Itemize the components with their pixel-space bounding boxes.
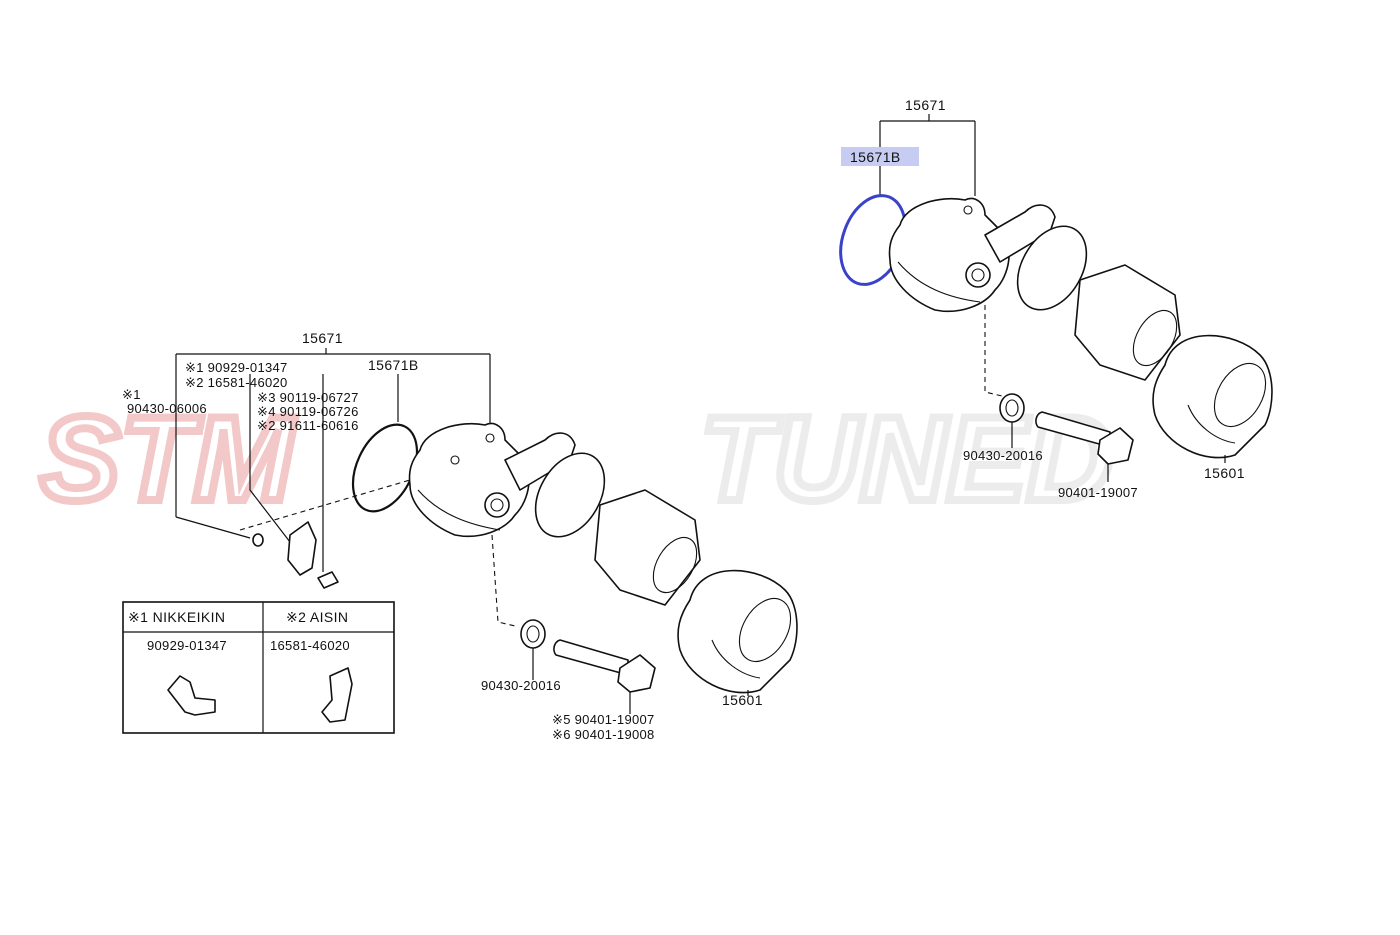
left-housing-port-inner [490,498,504,512]
right-gasket-label[interactable]: 15671B [850,149,901,165]
pipe-nut-part [252,533,264,547]
left-pipe-mark: ※1 [122,387,141,402]
left-washer-label[interactable]: 90430-20016 [481,678,561,693]
left-assy-label[interactable]: 15671 [302,330,343,346]
left-note-1[interactable]: ※1 90929-01347 [185,360,288,375]
variant-table-part-1[interactable]: 90929-01347 [147,638,227,653]
left-union-bolt-shaft [553,639,629,676]
bracket-part [287,521,317,576]
right-dash-washer [984,305,1003,397]
variant-table-grid [123,602,394,733]
left-assy-bracket [175,348,491,517]
bracket-variant-1 [167,675,216,716]
left-note-5[interactable]: ※2 91611-60616 [257,418,359,433]
variant-table-header-2: ※2 AISIN [286,609,348,625]
variant-table-frame [122,601,395,734]
variant-table-header-1: ※1 NIKKEIKIN [128,609,225,625]
left-union-bolt-head [617,654,656,693]
left-bolt-label-a[interactable]: ※5 90401-19007 [552,712,655,727]
left-washer-part [520,619,546,649]
right-assy-bracket [879,114,976,196]
variant-table-part-2[interactable]: 16581-46020 [270,638,350,653]
left-filter-part [677,569,798,694]
right-cooler-face [1132,309,1178,367]
right-filter-rib [1187,404,1236,444]
left-housing-port [484,492,510,518]
right-housing-port-inner [971,268,985,282]
variant-table: ※1 NIKKEIKIN ※2 AISIN 90929-01347 16581-… [122,601,395,734]
left-bolt-label-b[interactable]: ※6 90401-19008 [552,727,655,742]
left-note-2[interactable]: ※2 16581-46020 [185,375,288,390]
right-assembly: 15671 15671B 90430-20016 90401 [839,97,1273,500]
right-housing-bolt-hole [963,205,973,215]
left-housing-part [408,422,530,538]
right-assy-label[interactable]: 15671 [905,97,946,113]
right-elbow-part [984,204,1056,263]
left-housing-bolt-hole [485,433,495,443]
watermark-left-text: STM [40,392,296,526]
left-note-3[interactable]: ※3 90119-06727 [257,390,359,405]
bracket-variant-2 [321,667,353,723]
right-washer-label[interactable]: 90430-20016 [963,448,1043,463]
right-filter-label[interactable]: 15601 [1204,465,1245,481]
left-filter-rib [711,639,761,679]
right-union-bolt-shaft [1035,411,1111,448]
left-pipe-part[interactable]: 90430-06006 [127,401,207,416]
right-flange-part [1016,225,1088,311]
right-union-bolt-head [1097,427,1134,465]
right-housing-edge [897,261,981,303]
right-bolt-label[interactable]: 90401-19007 [1058,485,1138,500]
left-flange-part [534,452,606,538]
leader-pipe [175,516,251,539]
left-filter-label[interactable]: 15601 [722,692,763,708]
left-housing-edge [417,489,501,531]
right-housing-port [965,262,991,288]
left-dash-washer [491,534,516,627]
small-bolt-part [317,571,339,589]
leader-bracket [249,374,301,556]
right-gasket-highlight [841,147,919,166]
left-cooler-face [652,536,698,594]
left-cooler-part [594,489,701,606]
watermark: STM TUNED [36,388,1117,530]
right-filter-part [1152,334,1273,459]
left-housing-hole [450,455,460,465]
right-washer-part [999,393,1025,423]
left-filter-face [738,598,792,662]
right-filter-face [1213,363,1267,427]
left-assembly: 15671 15671B ※1 90929-01347 ※2 16581-460… [122,330,798,742]
right-washer-inner [1005,399,1019,417]
left-washer-inner [526,625,540,643]
left-note-4[interactable]: ※4 90119-06726 [257,404,359,419]
watermark-right-text: TUNED [700,392,1113,526]
right-cooler-part [1074,264,1181,381]
right-housing-part [888,197,1010,313]
leader-dash-housing [239,479,411,531]
left-gasket-label[interactable]: 15671B [368,357,419,373]
